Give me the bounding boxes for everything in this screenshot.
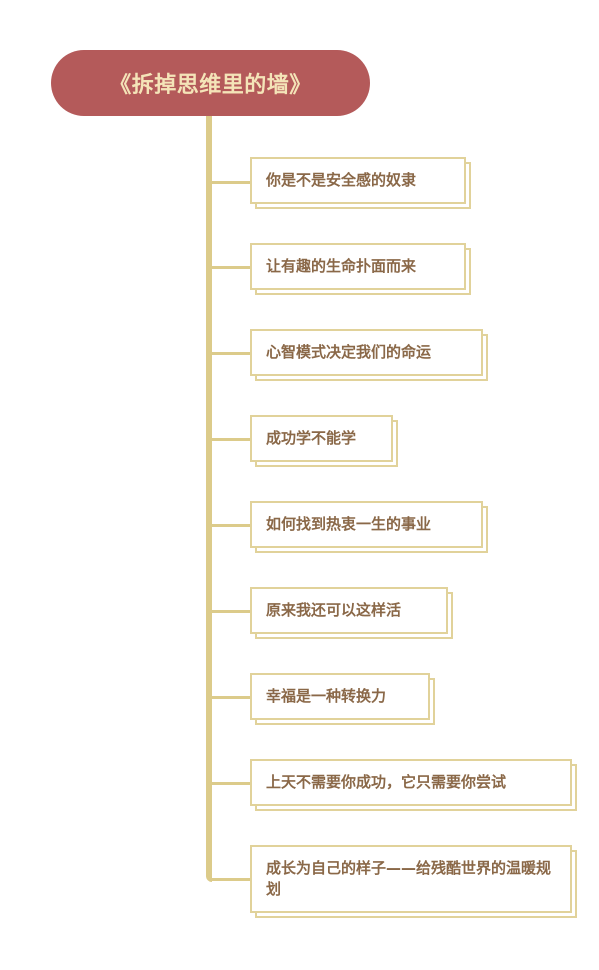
branch-line (210, 352, 251, 355)
child-node-5[interactable]: 如何找到热衷一生的事业 (250, 501, 488, 553)
node-label: 上天不需要你成功，它只需要你尝试 (250, 759, 572, 806)
branch-line (210, 696, 251, 699)
node-label: 如何找到热衷一生的事业 (250, 501, 483, 548)
node-label: 心智模式决定我们的命运 (250, 329, 483, 376)
node-label: 幸福是一种转换力 (250, 673, 430, 720)
child-node-2[interactable]: 让有趣的生命扑面而来 (250, 243, 471, 295)
root-node[interactable]: 《拆掉思维里的墙》 (51, 50, 370, 116)
connector-trunk (206, 112, 212, 882)
branch-line (210, 181, 251, 184)
root-title: 《拆掉思维里的墙》 (109, 73, 312, 98)
branch-line (210, 266, 251, 269)
node-label: 成功学不能学 (250, 415, 393, 462)
child-node-7[interactable]: 幸福是一种转换力 (250, 673, 435, 725)
branch-line (210, 878, 251, 881)
child-node-6[interactable]: 原来我还可以这样活 (250, 587, 453, 639)
child-node-1[interactable]: 你是不是安全感的奴隶 (250, 157, 471, 209)
child-node-4[interactable]: 成功学不能学 (250, 415, 398, 467)
branch-line (210, 782, 251, 785)
branch-line (210, 438, 251, 441)
child-node-8[interactable]: 上天不需要你成功，它只需要你尝试 (250, 759, 577, 811)
node-label: 你是不是安全感的奴隶 (250, 157, 466, 204)
node-label: 原来我还可以这样活 (250, 587, 448, 634)
node-label: 成长为自己的样子——给残酷世界的温暖规划 (250, 845, 572, 913)
branch-line (210, 524, 251, 527)
branch-line (210, 610, 251, 613)
node-label: 让有趣的生命扑面而来 (250, 243, 466, 290)
child-node-9[interactable]: 成长为自己的样子——给残酷世界的温暖规划 (250, 845, 577, 918)
child-node-3[interactable]: 心智模式决定我们的命运 (250, 329, 488, 381)
